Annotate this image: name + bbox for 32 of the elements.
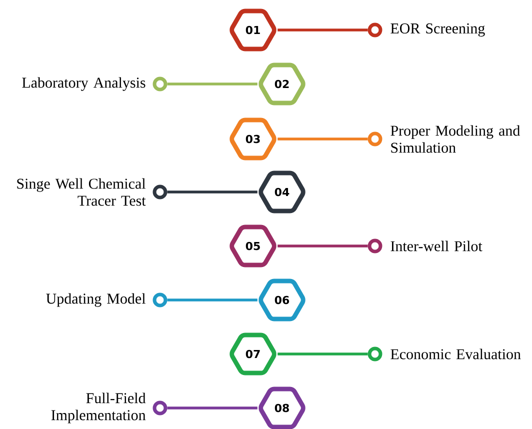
step-label: Full-Field Implementation — [51, 392, 146, 424]
connector-line — [167, 82, 258, 86]
connector-line — [278, 352, 368, 356]
ring-marker — [152, 400, 168, 416]
connector-line — [278, 244, 368, 248]
step-hexagon: 01 — [230, 8, 276, 52]
connector-line — [167, 298, 258, 302]
step-hexagon: 02 — [258, 62, 306, 106]
step-hexagon: 03 — [230, 118, 276, 160]
step-label: Proper Modeling and Simulation — [390, 125, 520, 153]
ring-marker — [368, 22, 382, 38]
connector-line — [167, 190, 258, 194]
step-label: Updating Model — [46, 293, 146, 307]
step-hexagon: 04 — [258, 170, 306, 214]
step-label: Economic Evaluation — [390, 348, 521, 360]
step-label: EOR Screening — [390, 23, 485, 37]
ring-marker — [152, 184, 168, 200]
ring-marker — [368, 132, 382, 146]
connector-line — [278, 28, 368, 32]
ring-marker — [368, 238, 382, 254]
step-hexagon: 08 — [258, 386, 306, 429]
step-hexagon: 05 — [230, 224, 276, 268]
ring-marker — [368, 346, 382, 362]
step-label: Inter-well Pilot — [390, 240, 482, 252]
connector-line — [278, 138, 368, 140]
step-hexagon: 06 — [258, 278, 306, 322]
step-label: Singe Well Chemical Tracer Test — [17, 178, 146, 206]
step-label: Laboratory Analysis — [22, 77, 146, 91]
connector-line — [167, 406, 258, 410]
ring-marker — [152, 76, 168, 92]
step-hexagon: 07 — [230, 332, 276, 376]
ring-marker — [152, 292, 168, 308]
